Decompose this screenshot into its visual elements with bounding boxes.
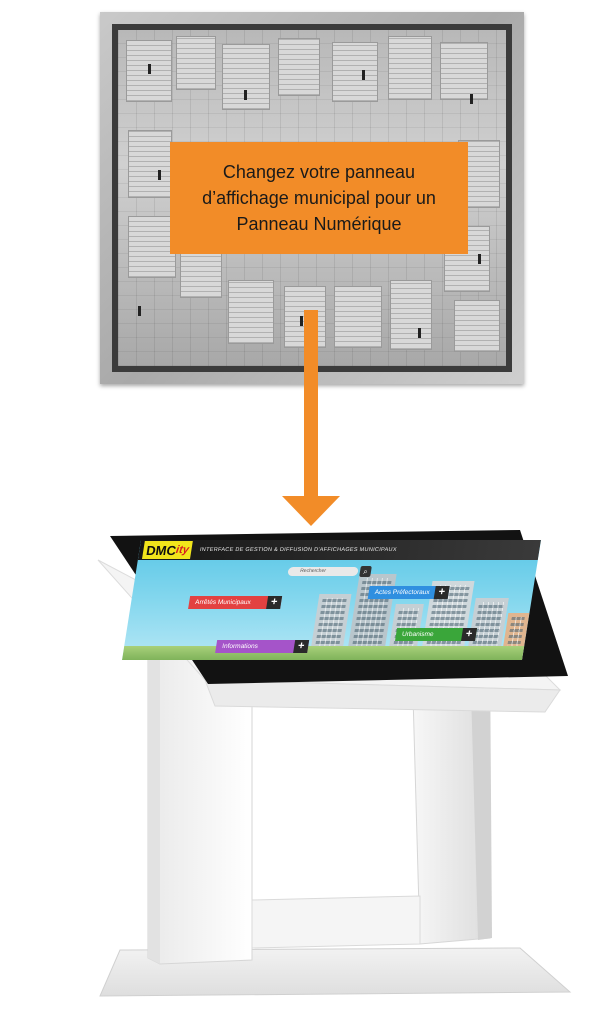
posted-notice bbox=[128, 130, 172, 198]
plus-icon[interactable]: + bbox=[433, 586, 450, 599]
arrow-head-icon bbox=[282, 496, 340, 526]
posted-notice bbox=[228, 280, 274, 344]
logo-main: DMC bbox=[145, 542, 178, 558]
promo-callout: Changez votre panneau d’affichage munici… bbox=[170, 142, 468, 254]
pin-icon bbox=[362, 70, 365, 80]
pin-icon bbox=[418, 328, 421, 338]
tile-actes-prefectoraux[interactable]: Actes Préfectoraux + bbox=[367, 586, 450, 599]
posted-notice bbox=[222, 44, 270, 110]
pin-icon bbox=[158, 170, 161, 180]
grass-strip bbox=[122, 646, 525, 660]
posted-notice bbox=[334, 286, 382, 348]
posted-notice bbox=[388, 36, 432, 100]
logo-accent: ity bbox=[175, 544, 190, 556]
tile-arretes-municipaux[interactable]: Arrêtés Municipaux + bbox=[188, 596, 283, 609]
posted-notice bbox=[176, 36, 216, 90]
pin-icon bbox=[148, 64, 151, 74]
pin-icon bbox=[470, 94, 473, 104]
posted-notice bbox=[390, 280, 432, 350]
callout-line-1: Changez votre panneau bbox=[222, 162, 416, 182]
tile-informations[interactable]: Informations + bbox=[215, 640, 310, 653]
callout-line-3: Panneau Numérique bbox=[236, 214, 402, 234]
posted-notice bbox=[278, 38, 320, 96]
tile-label: Urbanisme bbox=[401, 631, 435, 638]
tile-label: Arrêtés Municipaux bbox=[194, 599, 252, 606]
callout-line-2: d’affichage municipal pour un bbox=[202, 188, 436, 208]
tile-label: Informations bbox=[221, 643, 259, 650]
posted-notice bbox=[332, 42, 378, 102]
posted-notice bbox=[454, 300, 500, 352]
pin-icon bbox=[300, 316, 303, 326]
posted-notice bbox=[128, 216, 176, 278]
pin-icon bbox=[138, 306, 141, 316]
search-icon[interactable]: ⌕ bbox=[359, 566, 372, 577]
down-arrow-icon bbox=[304, 310, 318, 508]
posted-notice bbox=[440, 42, 488, 100]
pin-icon bbox=[244, 90, 247, 100]
app-title: INTERFACE DE GESTION & DIFFUSION D'AFFIC… bbox=[199, 547, 398, 553]
search-input[interactable]: Rechercher bbox=[287, 567, 359, 576]
plus-icon[interactable]: + bbox=[266, 596, 283, 609]
tile-urbanisme[interactable]: Urbanisme + bbox=[395, 628, 478, 641]
tile-label: Actes Préfectoraux bbox=[374, 589, 431, 596]
plus-icon[interactable]: + bbox=[461, 628, 478, 641]
pin-icon bbox=[478, 254, 481, 264]
plus-icon[interactable]: + bbox=[293, 640, 310, 653]
